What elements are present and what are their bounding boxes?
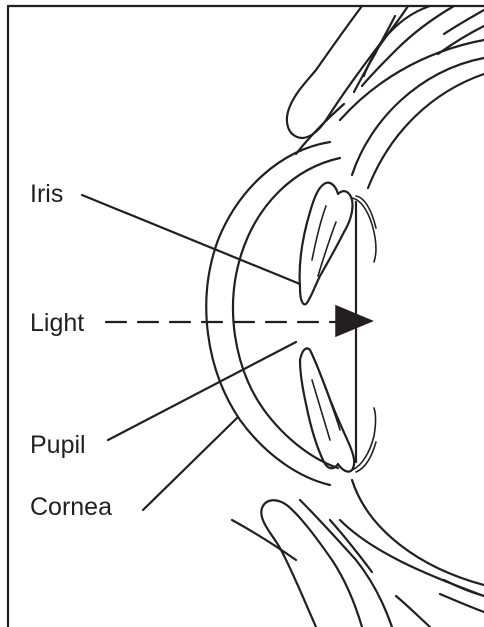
- lower-eyelid: [232, 500, 484, 627]
- label-light: Light: [30, 309, 84, 337]
- label-iris: Iris: [30, 180, 63, 208]
- label-pupil: Pupil: [30, 431, 86, 459]
- pupil-leader-line: [108, 342, 296, 440]
- iris-leader-line: [82, 195, 300, 284]
- iris-upper: [300, 183, 376, 305]
- label-cornea: Cornea: [30, 493, 112, 521]
- iris-lower: [300, 348, 376, 472]
- cornea: [206, 142, 340, 485]
- cornea-leader-line: [143, 418, 237, 510]
- light-arrow: [106, 306, 372, 336]
